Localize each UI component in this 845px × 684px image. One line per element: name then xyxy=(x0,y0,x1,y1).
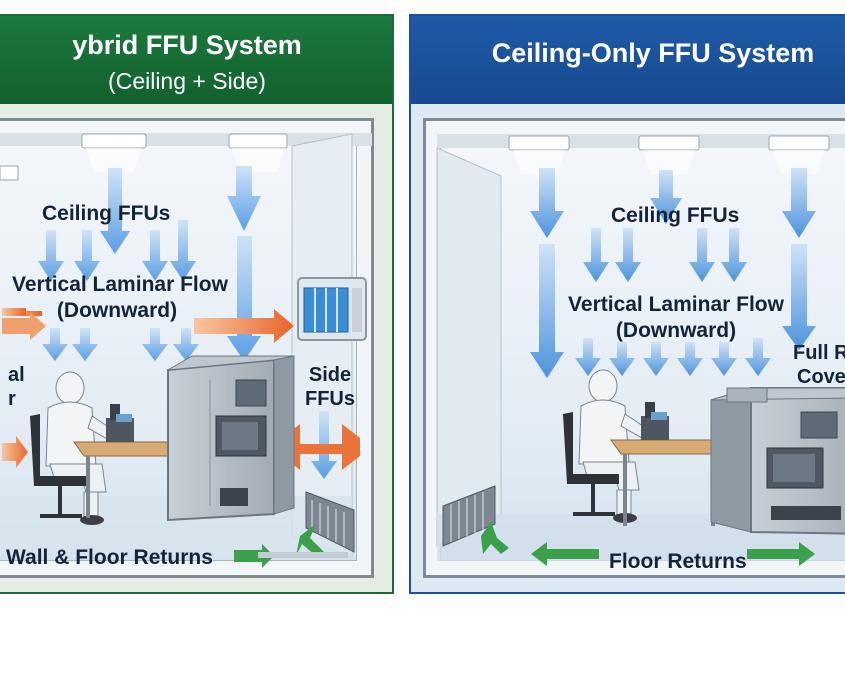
hybrid-flow-label-line1: Vertical Laminar Flow xyxy=(12,273,228,296)
ceiling-only-ceiling-ffus-label: Ceiling FFUs xyxy=(611,204,740,227)
full-room-coverage-label-line2: Cover xyxy=(797,366,845,388)
ceiling-light-icon xyxy=(638,135,700,174)
side-bidirectional-arrow xyxy=(282,424,360,470)
floor-returns-label: Floor Returns xyxy=(609,550,747,573)
side-airflow-arrows xyxy=(2,308,294,468)
downward-airflow-arrows xyxy=(530,168,816,378)
hybrid-ceiling-ffus-label: Ceiling FFUs xyxy=(42,202,171,225)
cut-off-label-line2: r xyxy=(8,388,16,410)
hybrid-flow-label-line2: (Downward) xyxy=(56,299,178,322)
hybrid-panel-subtitle: (Ceiling + Side) xyxy=(108,68,266,94)
ceiling-only-flow-label-line1: Vertical Laminar Flow xyxy=(568,293,784,316)
ceiling-only-ffu-panel: Ceiling-Only FFU System xyxy=(409,14,845,594)
hybrid-panel-header: ybrid FFU System (Ceiling + Side) xyxy=(0,16,392,104)
ceiling-only-panel-header: Ceiling-Only FFU System xyxy=(411,16,845,104)
hybrid-room-illustration xyxy=(0,133,372,568)
ceiling-light-icon xyxy=(228,133,288,172)
return-airflow-arrows xyxy=(481,522,815,566)
side-ffus-label-line2: FFUs xyxy=(305,388,355,410)
hybrid-panel-title: ybrid FFU System xyxy=(72,30,302,60)
ceiling-light-icon xyxy=(0,165,19,181)
process-tool-machine xyxy=(167,355,295,522)
floor-return-vent xyxy=(442,485,496,547)
ceiling-only-panel-title: Ceiling-Only FFU System xyxy=(491,38,815,68)
ceiling-light-icon xyxy=(768,135,830,174)
side-ffu-unit xyxy=(297,277,367,341)
cut-off-label-line1: al xyxy=(8,364,25,386)
side-ffus-label-line1: Side xyxy=(308,364,352,386)
return-airflow-arrows xyxy=(234,524,324,568)
full-room-coverage-label-line1: Full Ro xyxy=(793,342,845,364)
process-tool-machine xyxy=(710,387,845,535)
hybrid-ffu-panel: ybrid FFU System (Ceiling + Side) xyxy=(0,14,394,594)
ceiling-only-room-illustration xyxy=(436,134,845,566)
wall-return-vent xyxy=(305,491,355,553)
ceiling-only-flow-label-line2: (Downward) xyxy=(615,319,737,342)
wall-floor-returns-label: Wall & Floor Returns xyxy=(6,546,213,569)
ceiling-light-icon xyxy=(81,133,147,172)
